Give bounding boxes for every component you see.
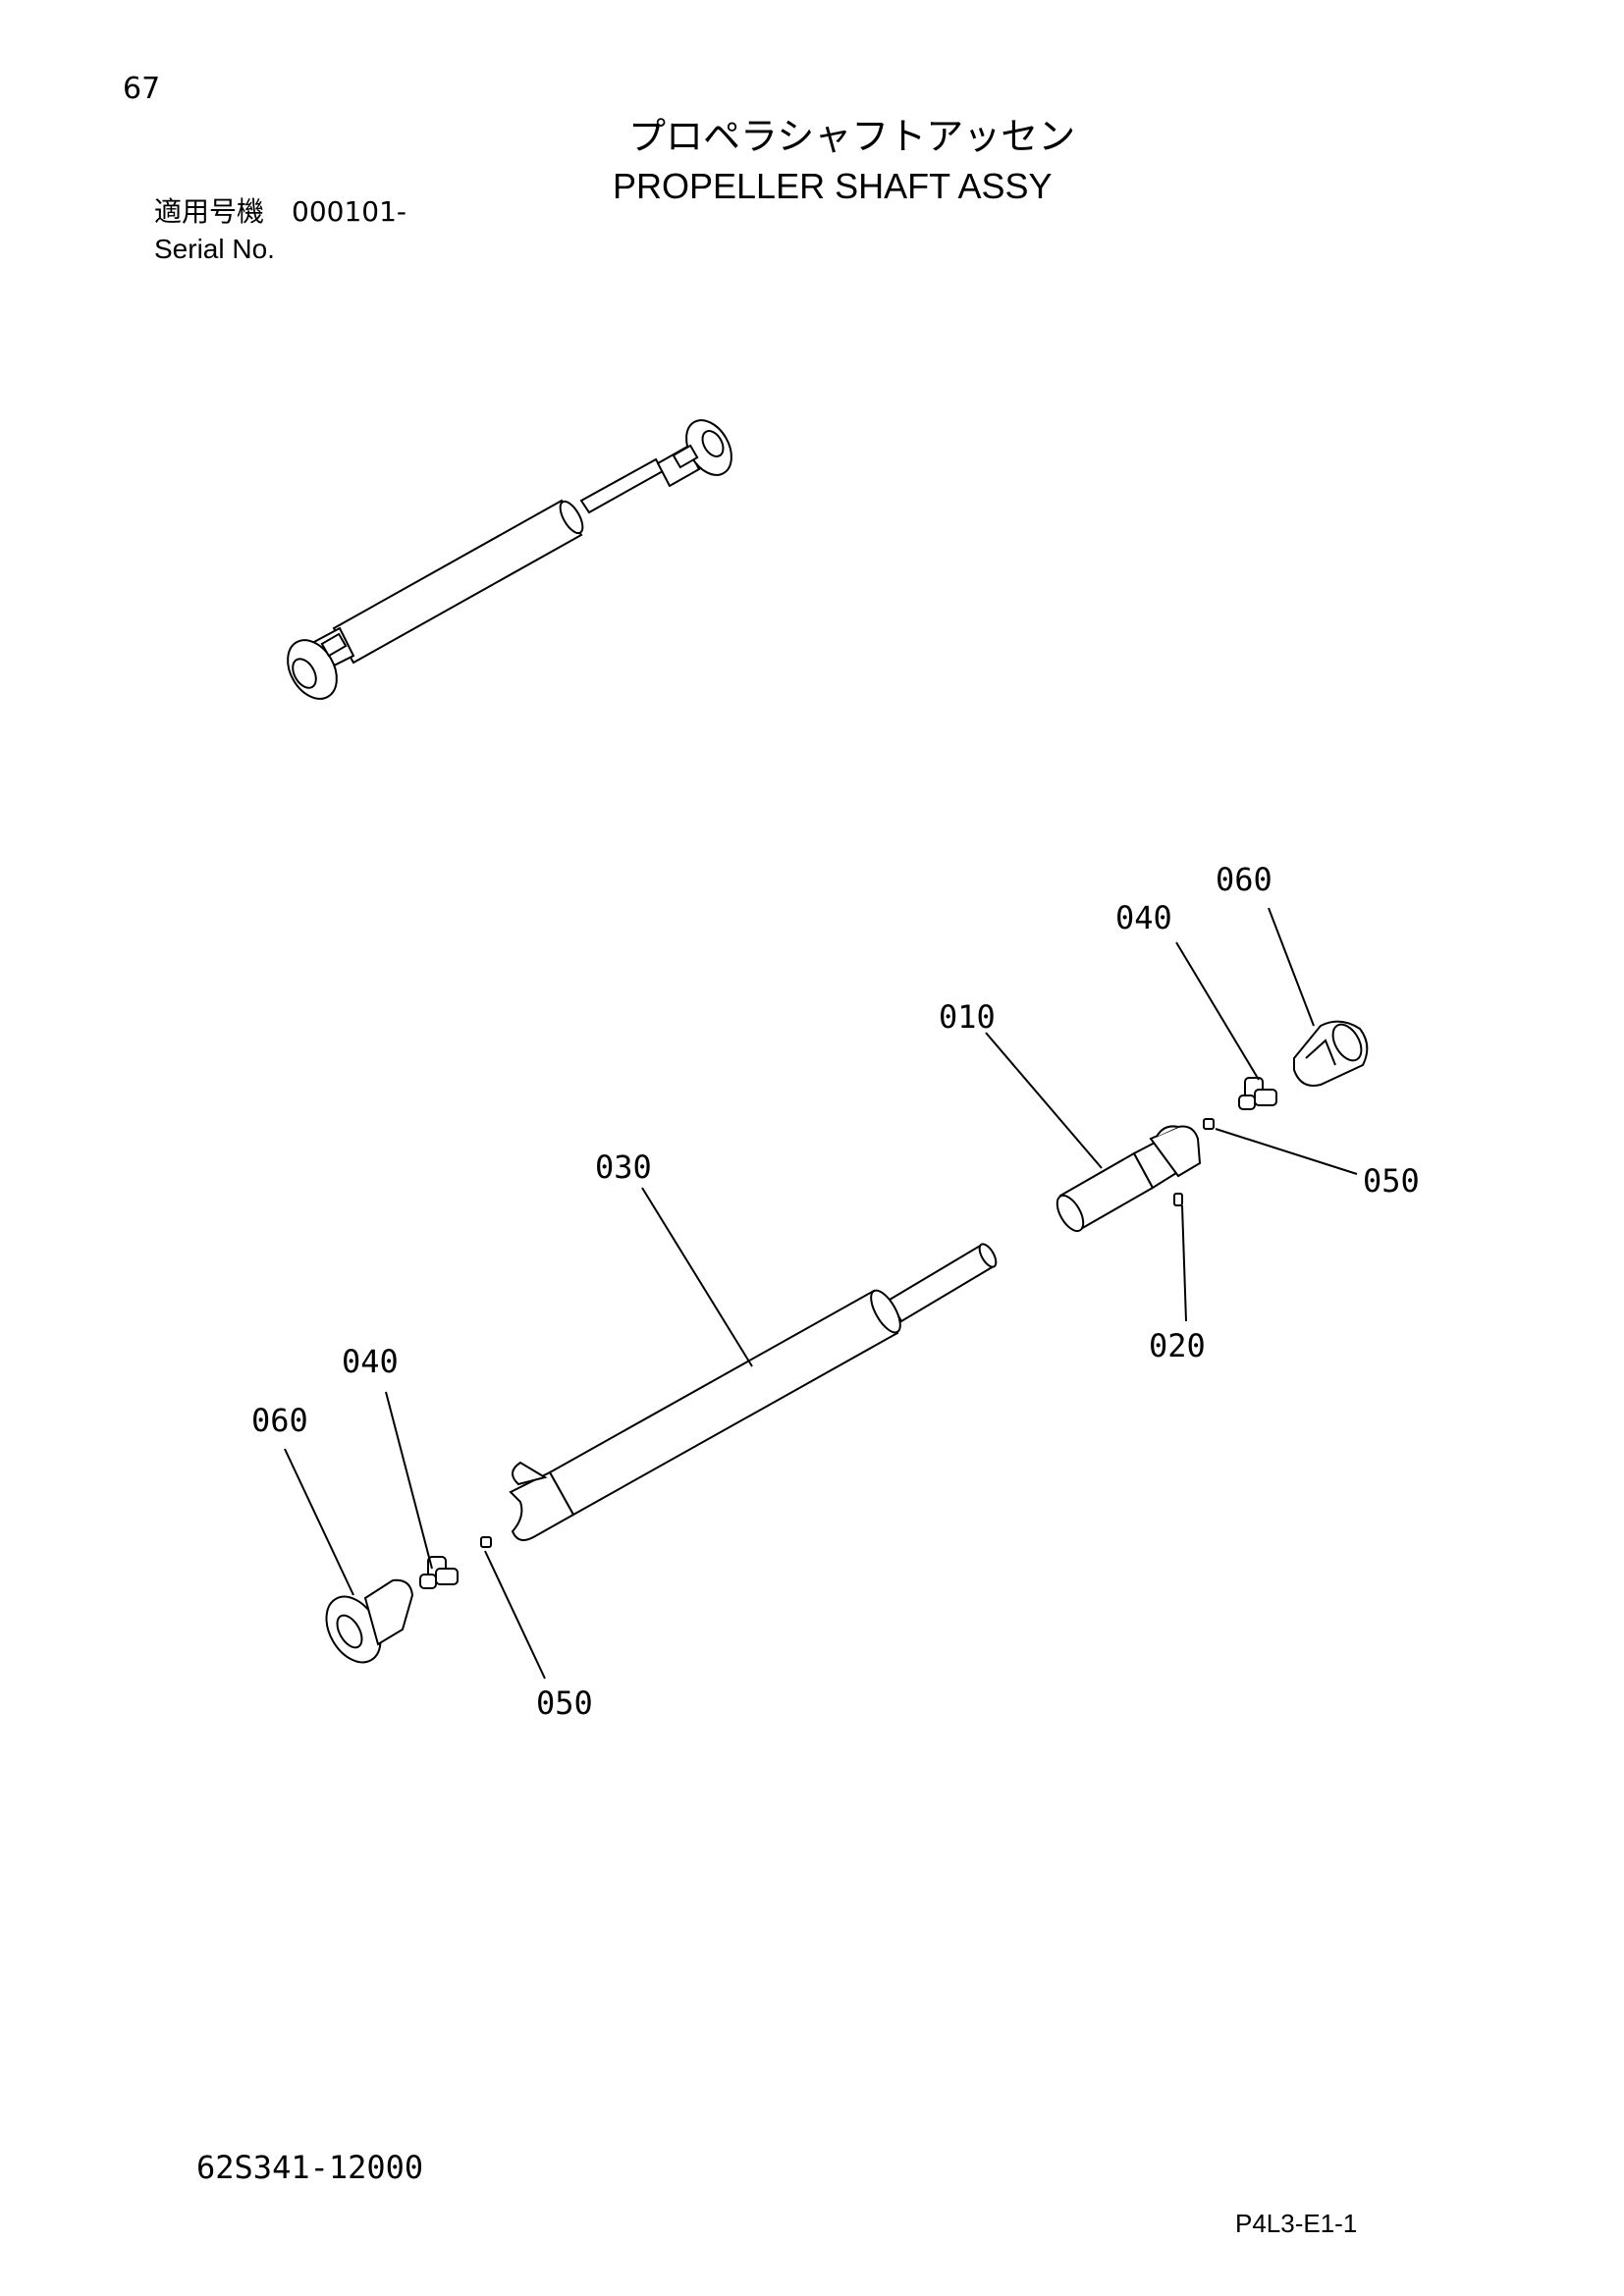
assembled-propeller-shaft (287, 419, 732, 700)
callout-labels: 060 040 010 050 030 020 040 060 050 (251, 861, 1420, 1722)
part-010-slip-yoke (1056, 1125, 1202, 1233)
page-reference: P4L3-E1-1 (1235, 2209, 1358, 2238)
part-040-spider-right (1238, 1077, 1277, 1110)
callout-060-right: 060 (1216, 861, 1272, 898)
part-060-flange-yoke-left (325, 1578, 414, 1664)
page-title: PROPELLER SHAFT ASSY (613, 166, 1053, 206)
serial-label-japanese: 適用号機 000101- (154, 195, 406, 228)
callout-060-left: 060 (251, 1402, 308, 1439)
callout-050-right: 050 (1363, 1162, 1420, 1200)
page-number: 67 (123, 72, 161, 106)
part-050-bearing-right (1203, 1118, 1215, 1130)
callout-010: 010 (939, 998, 996, 1036)
callout-050-left: 050 (536, 1684, 593, 1722)
serial-label: Serial No. (154, 234, 275, 264)
callout-020: 020 (1149, 1327, 1206, 1364)
callout-040-right: 040 (1115, 899, 1172, 936)
callout-030: 030 (595, 1148, 652, 1186)
callout-040-left: 040 (342, 1343, 399, 1380)
part-060-flange-yoke-right (1293, 1020, 1369, 1087)
part-040-spider-left (419, 1556, 459, 1589)
part-050-bearing-left (480, 1536, 492, 1548)
page-title-japanese: プロペラシャフトアッセン (628, 115, 1076, 158)
leader-lines (284, 907, 1358, 1680)
part-020-grease-nipple (1173, 1193, 1183, 1206)
part-030-tube-shaft (509, 1243, 998, 1541)
document-number: 62S341-12000 (196, 2149, 424, 2186)
